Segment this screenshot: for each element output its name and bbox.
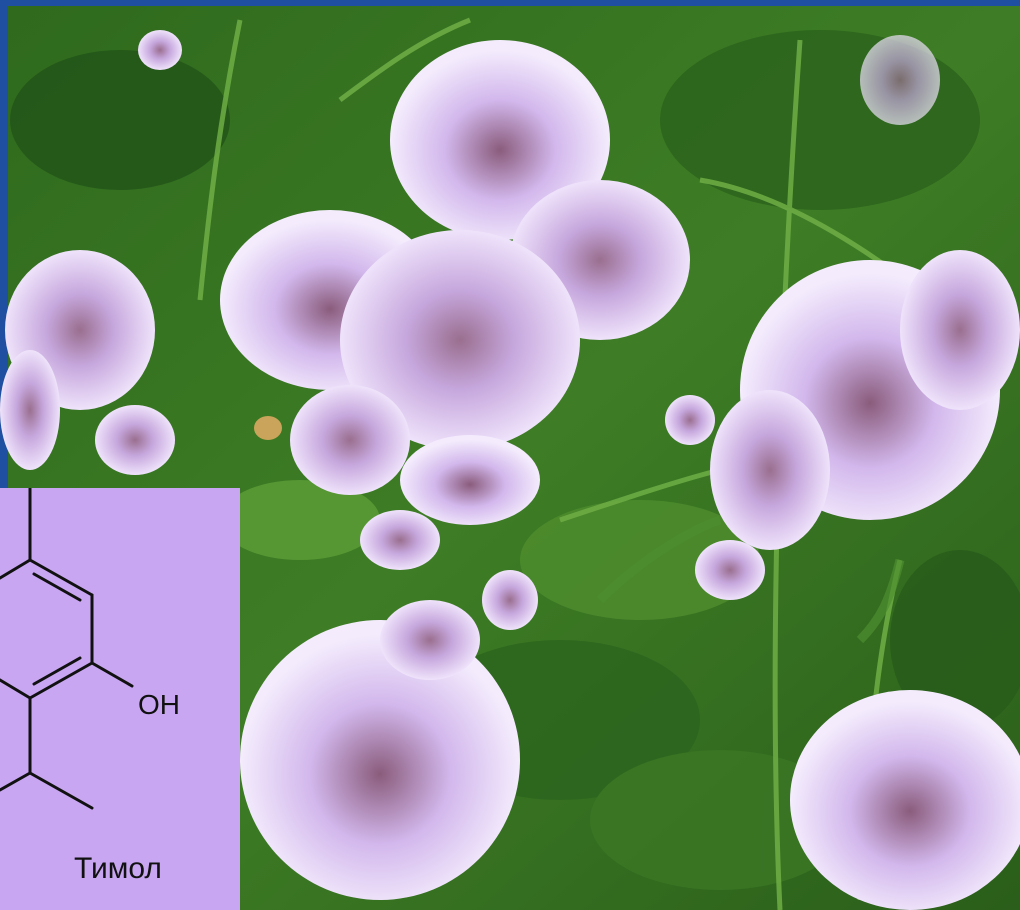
hydroxyl-label: OH [138, 689, 180, 720]
thymol-skeletal-formula [0, 488, 134, 810]
thymol-structure-panel: OH Тимол [0, 488, 240, 910]
molecule-name: Тимол [74, 852, 162, 885]
panel-background [0, 488, 240, 910]
